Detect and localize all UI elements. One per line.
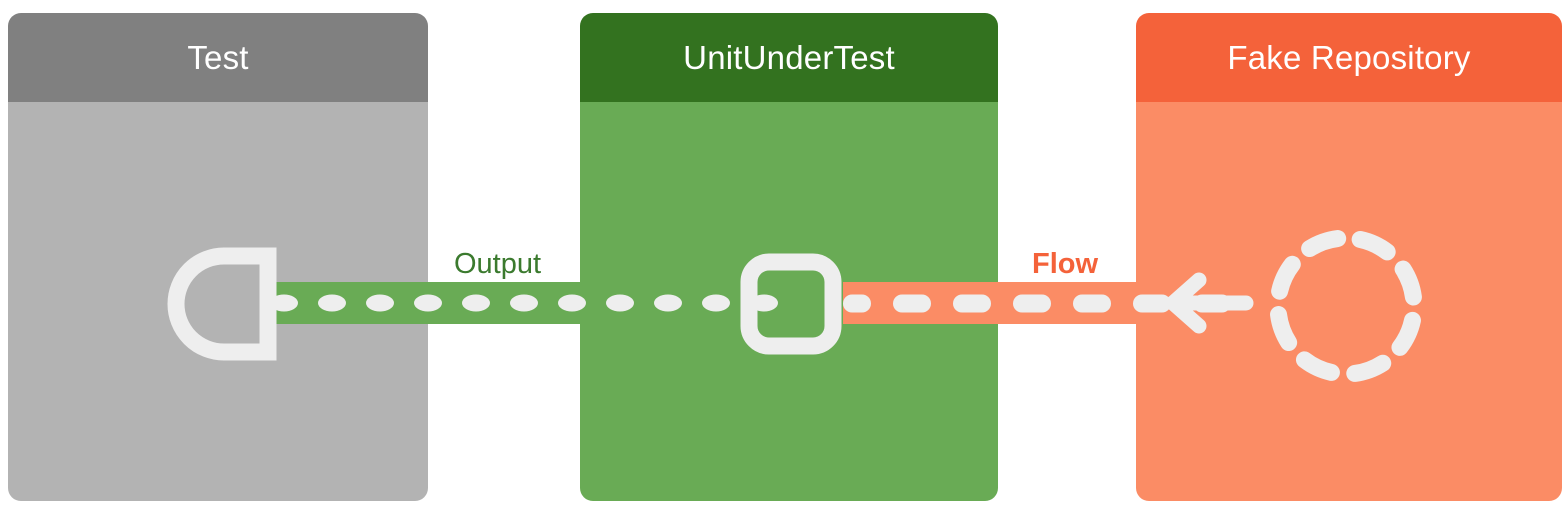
panel-header-fake-repository: Fake Repository: [1136, 13, 1562, 102]
connection-label-output: Output: [448, 248, 548, 281]
panel-header-unit-under-test: UnitUnderTest: [580, 13, 998, 102]
rounded-square-port-icon: [740, 253, 842, 355]
socket-d-shape-icon: [167, 247, 277, 361]
panel-title-fake-repository: Fake Repository: [1227, 39, 1471, 76]
connection-label-flow: Flow: [1026, 248, 1105, 281]
connection-output-dashes: [268, 294, 848, 312]
panel-title-unit-under-test: UnitUnderTest: [683, 39, 895, 76]
panel-header-test: Test: [8, 13, 428, 102]
connection-flow-dashes: [843, 294, 1243, 312]
dash-pattern-ellipse: [270, 294, 778, 312]
dash-pattern-rounded-bar: [843, 294, 1231, 312]
panel-title-test: Test: [187, 39, 249, 76]
dashed-circle-icon: [1262, 222, 1430, 390]
arrow-left-icon: [1161, 272, 1254, 334]
